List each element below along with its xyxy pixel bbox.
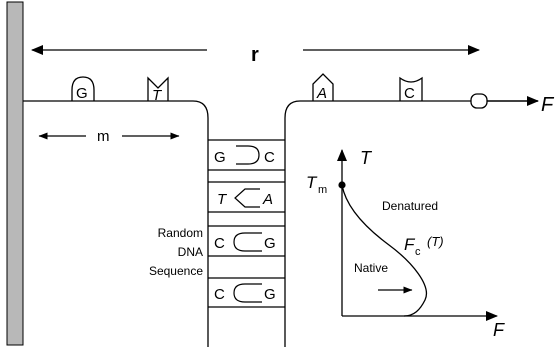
base-t-shape	[147, 76, 169, 101]
bp4-right: G	[264, 286, 276, 303]
wall-surface	[6, 1, 24, 346]
base-a-shape	[312, 73, 334, 101]
fc-argument: (T)	[427, 234, 444, 249]
denatured-label: Denatured	[382, 199, 438, 213]
sequence-label: Sequence	[149, 264, 203, 278]
strand-left	[23, 100, 209, 347]
r-label: r	[251, 44, 259, 66]
force-label-top: F	[541, 94, 555, 116]
bp1-left: G	[214, 149, 226, 166]
inset-f-axis-label: F	[493, 320, 505, 340]
bead	[470, 93, 488, 109]
bp3-right: G	[264, 235, 276, 252]
tm-subscript: m	[318, 184, 327, 196]
base-g-shape	[71, 76, 95, 101]
bp1-bond	[236, 145, 260, 165]
bp4-left: C	[214, 286, 225, 303]
bp1-right: C	[264, 149, 275, 166]
m-label: m	[97, 128, 110, 145]
bp2-right: A	[262, 191, 273, 208]
base-a-label: A	[316, 85, 327, 102]
dna-label: DNA	[178, 245, 203, 259]
base-g-label: G	[76, 85, 88, 102]
fc-label: F	[404, 235, 416, 254]
random-label: Random	[158, 226, 203, 240]
base-c-shape	[399, 76, 423, 101]
native-label: Native	[354, 261, 388, 275]
fc-subscript: c	[415, 246, 421, 258]
base-c-label: C	[404, 85, 415, 102]
strand-right	[284, 100, 471, 347]
phase-boundary-curve	[341, 184, 428, 317]
inset-t-axis-label: T	[360, 148, 373, 168]
tm-label: T	[306, 173, 318, 192]
bp2-bond	[234, 188, 260, 208]
bp3-bond	[233, 232, 262, 252]
bp3-left: C	[214, 235, 225, 252]
bp2-left: T	[217, 191, 228, 208]
base-t-label: T	[152, 87, 163, 104]
bp4-bond	[233, 283, 262, 303]
